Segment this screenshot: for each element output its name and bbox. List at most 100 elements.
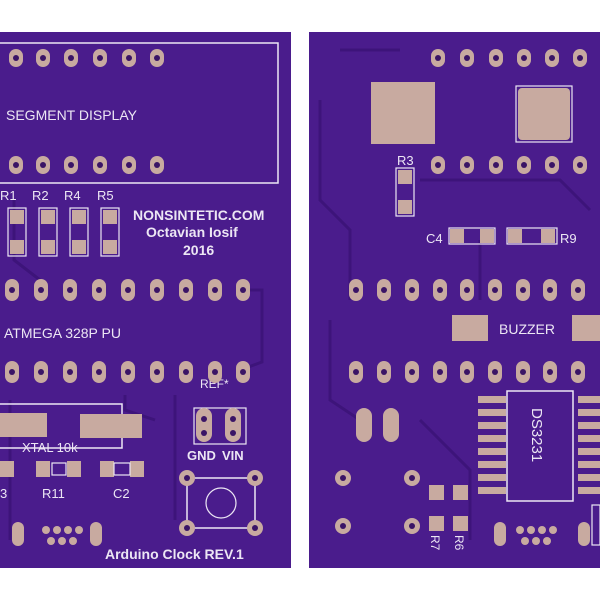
- smd-pad: [578, 422, 600, 429]
- rtc-outline: [506, 390, 574, 502]
- button-outline: [186, 477, 256, 529]
- silkscreen-outline: [38, 207, 58, 257]
- drill-hole: [67, 287, 73, 293]
- smd-pad: [429, 485, 444, 500]
- drill-hole: [575, 369, 581, 375]
- smd-pad: [478, 487, 506, 494]
- c4-label: C4: [426, 231, 443, 246]
- drill-hole: [68, 162, 74, 168]
- drill-hole: [575, 287, 581, 293]
- silkscreen-outline: [7, 207, 27, 257]
- drill-hole: [492, 287, 498, 293]
- drill-hole: [67, 369, 73, 375]
- smd-pad: [578, 448, 600, 455]
- smd-pad: [478, 409, 506, 416]
- buzzer-pad: [452, 315, 488, 341]
- drill-hole: [353, 369, 359, 375]
- drill-hole: [435, 55, 441, 61]
- drill-hole: [40, 55, 46, 61]
- drill-hole: [549, 162, 555, 168]
- smd-pad: [578, 461, 600, 468]
- right-board: R3 C4 R9 BUZZER DS3231 R7 R6: [309, 32, 600, 568]
- gnd-label: GND: [187, 448, 216, 463]
- drill-hole: [125, 287, 131, 293]
- rtc-pins: [478, 396, 600, 494]
- drill-hole: [493, 55, 499, 61]
- drill-hole: [240, 369, 246, 375]
- drill-hole: [577, 55, 583, 61]
- drill-hole: [520, 369, 526, 375]
- smd-pad: [450, 229, 464, 243]
- connector-pads: [516, 526, 557, 545]
- author-text: Octavian Iosif: [146, 224, 238, 240]
- smd-pad: [41, 240, 55, 254]
- drill-hole: [96, 287, 102, 293]
- segment-display-label: SEGMENT DISPLAY: [6, 107, 138, 123]
- smd-pad: [67, 461, 81, 477]
- maker-text: NONSINTETIC.COM: [133, 207, 264, 223]
- drill-hole: [68, 55, 74, 61]
- c2-label: C2: [113, 486, 130, 501]
- drill-hole: [9, 369, 15, 375]
- large-pad: [518, 88, 570, 140]
- r11-label: R11: [42, 486, 65, 501]
- r6-label: R6: [452, 535, 466, 551]
- drill-hole: [212, 287, 218, 293]
- smd-pad: [478, 422, 506, 429]
- smd-pad: [36, 461, 50, 477]
- drill-hole: [521, 55, 527, 61]
- drill-hole: [549, 55, 555, 61]
- silkscreen-outline: [69, 207, 89, 257]
- resistor-label-r1: R1: [0, 188, 17, 203]
- smd-pad: [72, 240, 86, 254]
- drill-hole: [97, 55, 103, 61]
- drill-hole: [437, 287, 443, 293]
- drill-hole: [13, 55, 19, 61]
- drill-hole: [464, 162, 470, 168]
- r3-label: R3: [397, 153, 414, 168]
- smd-pad: [72, 210, 86, 224]
- board-title: Arduino Clock REV.1: [105, 546, 244, 562]
- chip-label: ATMEGA 328P PU: [4, 325, 121, 341]
- drill-hole: [577, 162, 583, 168]
- drill-hole: [464, 287, 470, 293]
- resistor-label-r4: R4: [64, 188, 81, 203]
- smd-pad: [130, 461, 144, 477]
- drill-hole: [437, 369, 443, 375]
- smd-pad: [541, 229, 555, 243]
- drill-hole: [97, 162, 103, 168]
- left-board: SEGMENT DISPLAY R1 R2 R4 R5 NONSINTETIC.…: [0, 32, 291, 568]
- drill-hole: [520, 287, 526, 293]
- drill-hole: [154, 287, 160, 293]
- r7-label: R7: [428, 535, 442, 551]
- aref-label: REF*: [200, 377, 229, 391]
- drill-hole: [125, 369, 131, 375]
- drill-hole: [40, 162, 46, 168]
- crystal-pad-left: [0, 413, 47, 437]
- smd-pad: [41, 210, 55, 224]
- smd-pad: [578, 409, 600, 416]
- drill-hole: [464, 369, 470, 375]
- drill-hole: [126, 55, 132, 61]
- r9-label: R9: [560, 231, 577, 246]
- smd-pad: [508, 229, 522, 243]
- smd-pad: [578, 474, 600, 481]
- drill-hole: [435, 162, 441, 168]
- bottom-left-label: 3: [0, 486, 7, 501]
- smd-pad: [103, 240, 117, 254]
- crystal-pad-right: [80, 414, 142, 438]
- drill-hole: [409, 287, 415, 293]
- smd-pad: [398, 200, 412, 214]
- smd-pad: [478, 448, 506, 455]
- buzzer-label: BUZZER: [499, 321, 555, 337]
- drill-hole: [353, 287, 359, 293]
- drill-hole: [38, 287, 44, 293]
- drill-hole: [9, 287, 15, 293]
- year-text: 2016: [183, 242, 214, 258]
- drill-hole: [13, 162, 19, 168]
- drill-hole: [96, 369, 102, 375]
- smd-pad: [429, 516, 444, 531]
- silkscreen-outline: [100, 207, 120, 257]
- buzzer-pad: [572, 315, 600, 341]
